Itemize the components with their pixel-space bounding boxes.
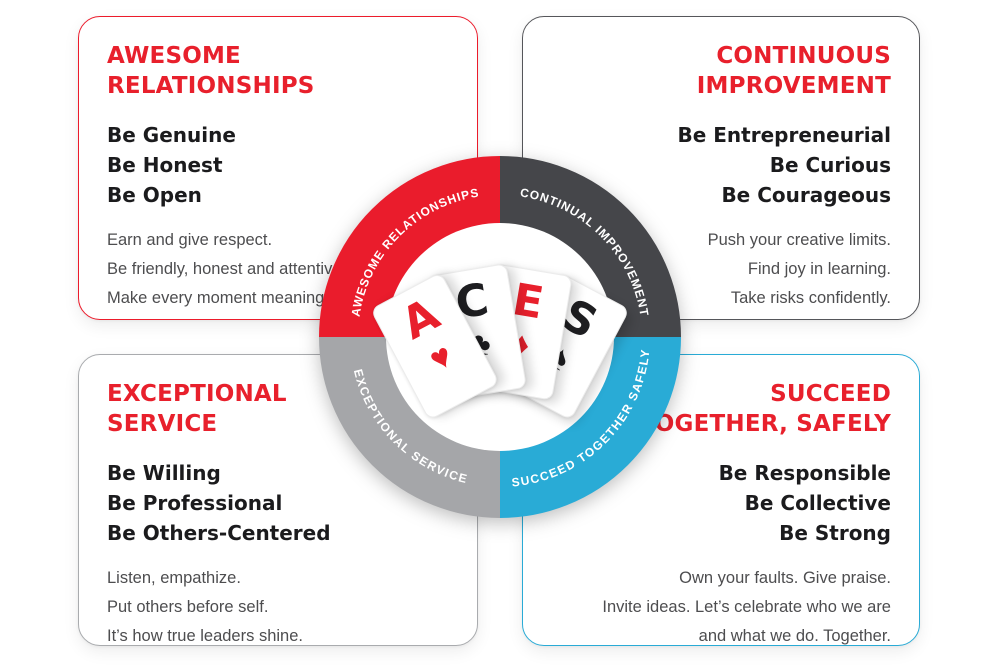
description-line: Take risks confidently.	[730, 289, 891, 307]
description: Push your creative limits. Find joy in l…	[551, 226, 891, 313]
description: Earn and give respect. Be friendly, hone…	[107, 226, 449, 313]
title-line: CONTINUOUS	[716, 43, 891, 69]
value-line: Be Willing	[107, 461, 221, 485]
description-line: Find joy in learning.	[747, 260, 891, 278]
quadrant-title: EXCEPTIONAL SERVICE	[107, 379, 449, 439]
value-list: Be Genuine Be Honest Be Open	[107, 120, 449, 210]
description-line: Push your creative limits.	[707, 231, 891, 249]
quadrant-title: CONTINUOUS IMPROVEMENT	[551, 41, 891, 101]
description-line: Invite ideas. Let’s celebrate who we are	[602, 598, 891, 616]
title-line: SERVICE	[107, 411, 218, 437]
description-line: It’s how true leaders shine.	[107, 627, 303, 645]
description-line: Own your faults. Give praise.	[679, 569, 891, 587]
value-line: Be Strong	[779, 521, 891, 545]
description-line: Listen, empathize.	[107, 569, 241, 587]
value-line: Be Others-Centered	[107, 521, 331, 545]
quadrant-continuous-improvement: CONTINUOUS IMPROVEMENT Be Entrepreneuria…	[522, 16, 920, 320]
description-line: Be friendly, honest and attentive.	[107, 260, 347, 278]
description-line: Put others before self.	[107, 598, 269, 616]
description: Own your faults. Give praise. Invite ide…	[551, 564, 891, 651]
value-list: Be Responsible Be Collective Be Strong	[551, 458, 891, 548]
title-line: TOGETHER, SAFELY	[638, 411, 891, 437]
value-line: Be Open	[107, 183, 202, 207]
value-line: Be Responsible	[718, 461, 891, 485]
description-line: and what we do. Together.	[698, 627, 891, 645]
value-line: Be Genuine	[107, 123, 236, 147]
value-line: Be Professional	[107, 491, 283, 515]
quadrant-title: SUCCEED TOGETHER, SAFELY	[551, 379, 891, 439]
title-line: EXCEPTIONAL	[107, 381, 287, 407]
title-line: IMPROVEMENT	[696, 73, 891, 99]
value-list: Be Entrepreneurial Be Curious Be Courage…	[551, 120, 891, 210]
description-line: Make every moment meaningful.	[107, 289, 347, 307]
description: Listen, empathize. Put others before sel…	[107, 564, 449, 651]
value-line: Be Entrepreneurial	[677, 123, 891, 147]
quadrant-awesome-relationships: AWESOME RELATIONSHIPS Be Genuine Be Hone…	[78, 16, 478, 320]
value-list: Be Willing Be Professional Be Others-Cen…	[107, 458, 449, 548]
title-line: SUCCEED	[770, 381, 891, 407]
value-line: Be Collective	[744, 491, 891, 515]
description-line: Earn and give respect.	[107, 231, 273, 249]
title-line: RELATIONSHIPS	[107, 73, 315, 99]
title-line: AWESOME	[107, 43, 241, 69]
value-line: Be Honest	[107, 153, 223, 177]
heart-icon: ♥	[423, 336, 459, 380]
quadrant-title: AWESOME RELATIONSHIPS	[107, 41, 449, 101]
value-line: Be Courageous	[721, 183, 891, 207]
value-line: Be Curious	[769, 153, 891, 177]
